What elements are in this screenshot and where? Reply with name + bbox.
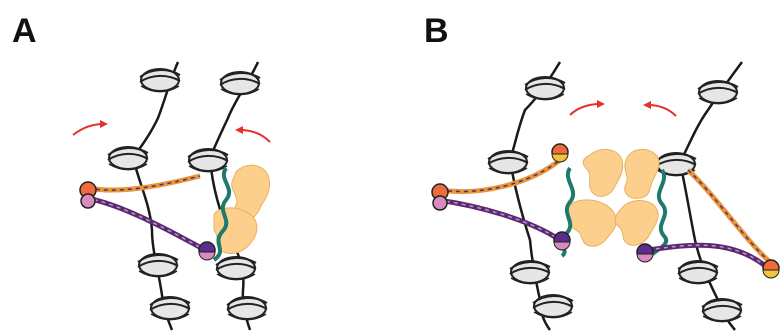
panel-a-diagram bbox=[73, 62, 270, 330]
curved-arrow-icon bbox=[73, 124, 103, 135]
protein-blob-icon bbox=[583, 149, 623, 196]
nucleosome-icon bbox=[140, 69, 180, 92]
nucleosome-icon bbox=[138, 254, 178, 277]
protein-blob-icon bbox=[566, 200, 616, 246]
panel-b-diagram bbox=[432, 62, 779, 330]
nucleosome-icon bbox=[510, 261, 550, 284]
dna-strand-left-b bbox=[510, 62, 560, 330]
nucleosome-icon bbox=[220, 72, 260, 95]
strand-purple bbox=[438, 200, 560, 240]
curved-arrow-icon bbox=[240, 130, 270, 142]
curved-arrow-icon bbox=[570, 104, 600, 115]
nucleosome-icon bbox=[216, 257, 256, 280]
nucleosome-icon bbox=[488, 151, 528, 174]
nucleosome-icon bbox=[698, 81, 738, 104]
nucleosome-icon bbox=[188, 149, 228, 172]
protein-blob-icon bbox=[625, 149, 659, 198]
nucleosome-icon bbox=[227, 297, 267, 320]
nucleosome-icon bbox=[678, 261, 718, 284]
modification-ball-icon bbox=[433, 196, 447, 210]
strand-purple bbox=[86, 198, 205, 250]
nucleosome-icon bbox=[702, 299, 742, 322]
nucleosome-icon bbox=[108, 147, 148, 170]
nucleosome-icon bbox=[533, 295, 573, 318]
protein-blob-icon bbox=[615, 201, 658, 246]
dna-strand-left-a bbox=[133, 62, 178, 330]
curved-arrow-icon bbox=[648, 105, 676, 116]
nucleosome-icon bbox=[525, 77, 565, 100]
modification-ball-icon bbox=[81, 194, 95, 208]
nucleosome-icon bbox=[150, 297, 190, 320]
